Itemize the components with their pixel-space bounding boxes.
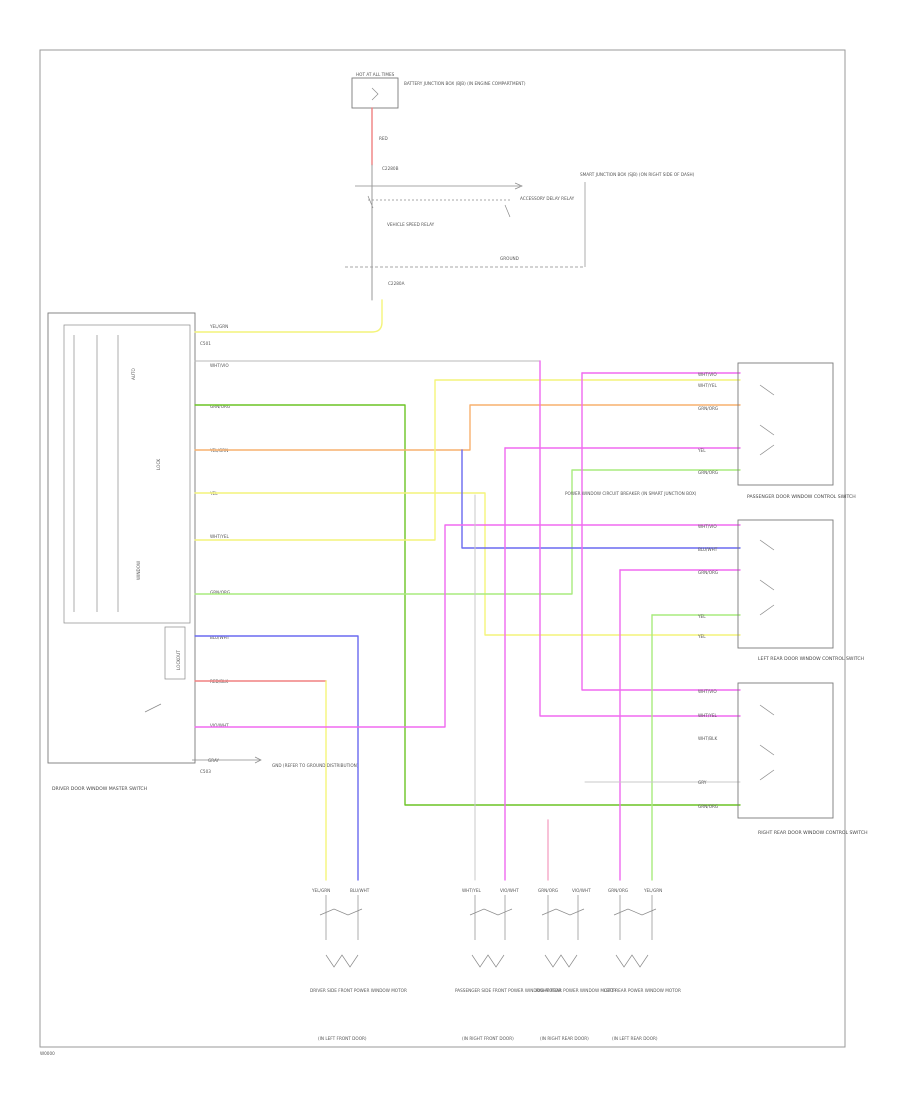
- motor-driver-name: DRIVER SIDE FRONT POWER WINDOW MOTOR: [310, 988, 407, 993]
- wire-magenta-rear-down: [581, 372, 741, 691]
- lr-pin-2: BLU/WHT: [698, 547, 718, 552]
- motor-rr-wire-2: VIO/WHT: [572, 888, 591, 893]
- motor-driver-wire-1: YEL/GRN: [311, 888, 330, 893]
- wire-yellow-top: [194, 299, 383, 333]
- master-inner-label-4: LOCKOUT: [176, 650, 181, 670]
- lr-pin-3: GRN/ORG: [698, 570, 718, 575]
- relay-note: SMART JUNCTION BOX (SJB) (ON RIGHT SIDE …: [580, 172, 695, 177]
- master-pin-2: WHT/VIO: [210, 363, 229, 368]
- right-rear-switch-name: RIGHT REAR DOOR WINDOW CONTROL SWITCH: [758, 830, 868, 836]
- master-pins: YEL/GRN WHT/VIO GRN/ORG YEL/GRN YEL WHT/…: [209, 324, 230, 728]
- motor-right-rear: GRN/ORG VIO/WHT RIGHT REAR POWER WINDOW …: [536, 888, 616, 1041]
- motor-passenger-name: PASSENGER SIDE FRONT POWER WINDOW MOTOR: [455, 988, 561, 993]
- lr-pin-4: YEL: [697, 614, 706, 619]
- right-rear-switch: WHT/VIO WHT/YEL WHT/BLK GRY GRN/ORG RIGH…: [698, 682, 868, 836]
- master-bottom-pin: GRAY: [208, 758, 220, 763]
- relay-label: ACCESSORY DELAY RELAY: [520, 196, 575, 201]
- motor-driver-note: (IN LEFT FRONT DOOR): [318, 1036, 367, 1041]
- master-pin-8: BLU/WHT: [210, 635, 230, 640]
- fuse-note: BATTERY JUNCTION BOX (BJB) (IN ENGINE CO…: [404, 81, 526, 86]
- wire-yellow-6: [194, 379, 741, 541]
- lr-pin-1: WHT/VIO: [698, 524, 717, 529]
- pass-pin-3: GRN/ORG: [698, 406, 718, 411]
- master-switch-name: DRIVER DOOR WINDOW MASTER SWITCH: [52, 786, 147, 792]
- master-switch: AUTO LOCK WINDOW LOCKOUT C501 GRAY C503 …: [47, 312, 359, 792]
- master-bottom-connector: C503: [200, 769, 211, 774]
- motor-driver: YEL/GRN BLU/WHT DRIVER SIDE FRONT POWER …: [310, 888, 407, 1041]
- motor-passenger-wire-1: WHT/YEL: [462, 888, 481, 893]
- motor-passenger-wire-2: VIO/WHT: [500, 888, 519, 893]
- lower-splice-label: C2280A: [388, 281, 405, 286]
- motor-rr-wire-1: GRN/ORG: [538, 888, 558, 893]
- master-connector: C501: [200, 341, 211, 346]
- splice-label: C2280B: [382, 166, 399, 171]
- fuse-box-label: HOT AT ALL TIMES: [356, 72, 395, 77]
- motor-rr-name: RIGHT REAR POWER WINDOW MOTOR: [536, 988, 616, 993]
- wire-yellow-5: [194, 492, 741, 636]
- master-pin-1: YEL/GRN: [209, 324, 228, 329]
- rr-pin-4: GRY: [698, 780, 707, 785]
- master-pin-7: GRN/ORG: [210, 590, 230, 595]
- wire-blue-branch: [461, 449, 741, 549]
- wire-magenta-10: [194, 524, 741, 728]
- pass-pin-2: WHT/YEL: [698, 383, 717, 388]
- motor-passenger: WHT/YEL VIO/WHT PASSENGER SIDE FRONT POW…: [455, 888, 561, 1041]
- fuse-wire-label: RED: [379, 136, 388, 141]
- motor-lr-name: LEFT REAR POWER WINDOW MOTOR: [604, 988, 681, 993]
- master-pin-10: VIO/WHT: [210, 723, 229, 728]
- ground-note: GND (REFER TO GROUND DISTRIBUTION): [272, 763, 359, 768]
- pass-pin-1: WHT/VIO: [698, 372, 717, 377]
- fuse-block: HOT AT ALL TIMES BATTERY JUNCTION BOX (B…: [351, 72, 526, 141]
- diagram-id-code: W0000: [40, 1051, 55, 1056]
- wire-light-green-7: [194, 469, 741, 595]
- lr-pin-5: YEL: [697, 634, 706, 639]
- rr-pin-3: WHT/BLK: [698, 736, 717, 741]
- relay-ground-label: GROUND: [500, 256, 519, 261]
- master-pin-6: WHT/YEL: [210, 534, 229, 539]
- contact-label: VEHICLE SPEED RELAY: [387, 222, 435, 227]
- pass-pin-4: YEL: [697, 448, 706, 453]
- master-inner-label-2: LOCK: [156, 459, 161, 470]
- wire-green-3: [194, 404, 741, 806]
- master-inner-label-3: WINDOW: [136, 561, 141, 580]
- passenger-switch-name: PASSENGER DOOR WINDOW CONTROL SWITCH: [747, 494, 856, 500]
- middle-note: POWER WINDOW CIRCUIT BREAKER (IN SMART J…: [565, 491, 697, 496]
- left-rear-switch: WHT/VIO BLU/WHT GRN/ORG YEL YEL LEFT REA…: [697, 519, 864, 662]
- rr-pin-1: WHT/VIO: [698, 689, 717, 694]
- relay-block: C2280B SMART JUNCTION BOX (SJB) (ON RIGH…: [345, 166, 695, 286]
- motor-lr-wire-2: YEL/GRN: [643, 888, 662, 893]
- wire-orange-4: [194, 404, 741, 451]
- motor-rr-note: (IN RIGHT REAR DOOR): [540, 1036, 589, 1041]
- wire-magenta-long: [539, 360, 741, 717]
- pass-pin-5: GRN/ORG: [698, 470, 718, 475]
- rr-pin-2: WHT/YEL: [698, 713, 717, 718]
- wire-blue-8: [194, 635, 359, 881]
- rr-pin-5: GRN/ORG: [698, 804, 718, 809]
- master-pin-3: GRN/ORG: [210, 404, 230, 409]
- motor-left-rear: GRN/ORG YEL/GRN LEFT REAR POWER WINDOW M…: [604, 888, 681, 1041]
- motor-lr-note: (IN LEFT REAR DOOR): [612, 1036, 658, 1041]
- passenger-switch: WHT/VIO WHT/YEL GRN/ORG YEL GRN/ORG PASS…: [697, 362, 856, 500]
- motor-driver-wire-2: BLU/WHT: [350, 888, 370, 893]
- left-rear-switch-name: LEFT REAR DOOR WINDOW CONTROL SWITCH: [758, 656, 864, 662]
- master-inner-label-1: AUTO: [131, 368, 136, 380]
- diagram-frame: [39, 49, 846, 1048]
- motor-passenger-note: (IN RIGHT FRONT DOOR): [462, 1036, 514, 1041]
- motor-lr-wire-1: GRN/ORG: [608, 888, 628, 893]
